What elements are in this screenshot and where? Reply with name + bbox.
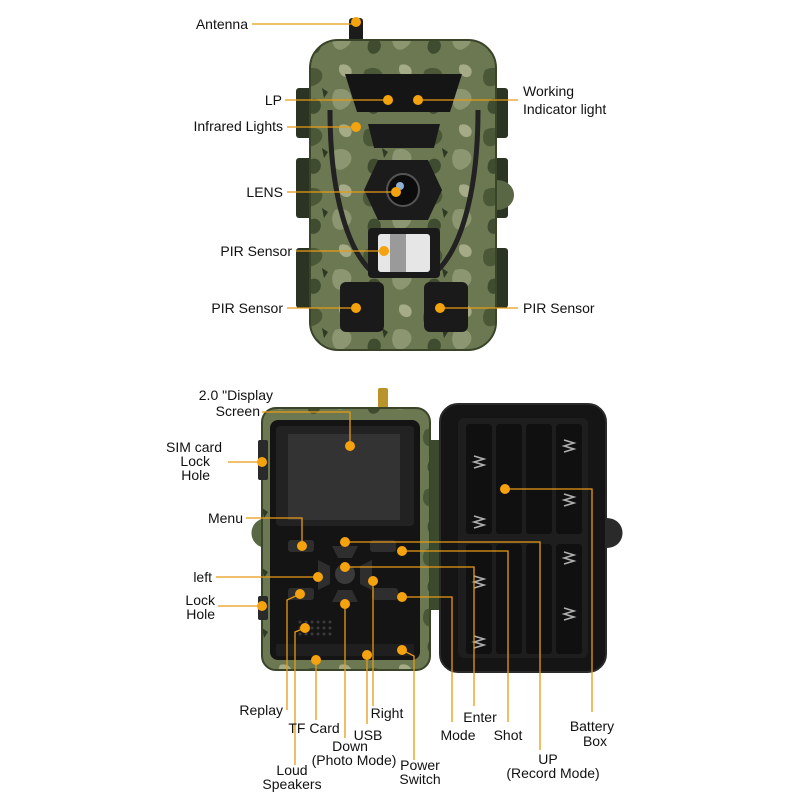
ok-button[interactable] <box>335 564 355 584</box>
pir-left-window <box>340 282 384 332</box>
infrared-dot <box>351 122 361 132</box>
label-sim-line3: Hole <box>181 467 210 483</box>
strap-tab <box>606 518 623 548</box>
shot-dot <box>397 546 407 556</box>
power-dot <box>397 645 407 655</box>
battery-channels <box>466 424 582 654</box>
mode-button[interactable] <box>372 588 398 600</box>
label-mode: Mode <box>440 727 475 743</box>
label-lens: LENS <box>246 184 283 200</box>
lp-dot <box>383 95 393 105</box>
usb-dot <box>362 650 372 660</box>
enter-leader <box>345 566 475 706</box>
label-down-line1: Down <box>332 738 368 754</box>
up-leader <box>345 541 541 750</box>
replay-dot <box>295 589 305 599</box>
label-pir-left: PIR Sensor <box>211 300 283 316</box>
marker-dots <box>257 17 510 665</box>
side-clip <box>296 248 312 308</box>
label-loud-line2: Speakers <box>262 776 321 792</box>
battery-dot <box>500 484 510 494</box>
display-leader <box>262 411 351 446</box>
label-pir-right: PIR Sensor <box>523 300 595 316</box>
pir-center-dot <box>379 246 389 256</box>
label-display-line2: Screen <box>216 403 260 419</box>
up-button[interactable] <box>332 546 358 558</box>
up-dot <box>340 537 350 547</box>
label-battery-line2: Box <box>583 733 607 749</box>
pir-left-dot <box>351 303 361 313</box>
label-up-line2: (Record Mode) <box>506 765 599 781</box>
label-replay: Replay <box>239 702 283 718</box>
label-lock-line1: Lock <box>185 592 216 608</box>
display-screen <box>288 434 400 520</box>
ir-lights-panel <box>368 124 440 148</box>
tf-card-dot <box>311 655 321 665</box>
label-loud-line1: Loud <box>276 762 307 778</box>
label-enter: Enter <box>463 709 497 725</box>
down-button[interactable] <box>332 590 358 602</box>
label-antenna: Antenna <box>196 16 248 32</box>
body-groove <box>436 109 481 272</box>
label-menu: Menu <box>208 510 243 526</box>
lens-dot <box>391 187 401 197</box>
label-battery-line1: Battery <box>570 718 614 734</box>
pir-right-dot <box>435 303 445 313</box>
front-camera <box>296 18 514 351</box>
label-lock-line2: Hole <box>186 606 215 622</box>
label-usb: USB <box>354 727 383 743</box>
display-dot <box>345 441 355 451</box>
menu-dot <box>297 541 307 551</box>
right-dot <box>368 576 378 586</box>
speaker-dot <box>300 623 310 633</box>
label-down-line2: (Photo Mode) <box>312 752 397 768</box>
down-dot <box>340 599 350 609</box>
label-lp: LP <box>265 92 282 108</box>
label-infrared: Infrared Lights <box>194 118 284 134</box>
label-tf-card: TF Card <box>288 720 339 736</box>
label-shot: Shot <box>494 727 523 743</box>
enter-dot <box>340 562 350 572</box>
label-up-line1: UP <box>538 751 557 767</box>
side-clip <box>296 158 312 218</box>
strap-tab <box>496 180 514 210</box>
label-pir-center: PIR Sensor <box>220 243 292 259</box>
sim-dot <box>257 457 267 467</box>
label-display-line1: 2.0 "Display <box>199 387 273 403</box>
mode-leader <box>402 596 453 722</box>
label-working-line1: Working <box>523 83 574 99</box>
label-right: Right <box>371 705 404 721</box>
left-dot <box>313 572 323 582</box>
leader-lines <box>216 23 593 765</box>
lock-dot <box>257 601 267 611</box>
ir-panel <box>345 74 462 112</box>
battery-leader <box>505 488 593 712</box>
label-working-line2: Indicator light <box>523 101 606 117</box>
body-groove <box>327 109 372 272</box>
label-left: left <box>193 569 212 585</box>
pir-center-stripe <box>390 234 406 272</box>
label-power-line2: Switch <box>399 771 440 787</box>
label-sim-line2: Lock <box>180 453 211 469</box>
label-sim-line1: SIM card <box>166 439 222 455</box>
hinge <box>430 440 440 610</box>
lens-glass <box>386 173 420 207</box>
antenna-dot <box>351 17 361 27</box>
shot-button[interactable] <box>370 540 396 552</box>
label-power-line1: Power <box>400 757 440 773</box>
left-button[interactable] <box>318 560 330 590</box>
mode-dot <box>397 592 407 602</box>
shot-leader <box>402 550 509 722</box>
pir-right-window <box>424 282 468 332</box>
menu-leader <box>246 517 303 546</box>
working-dot <box>413 95 423 105</box>
